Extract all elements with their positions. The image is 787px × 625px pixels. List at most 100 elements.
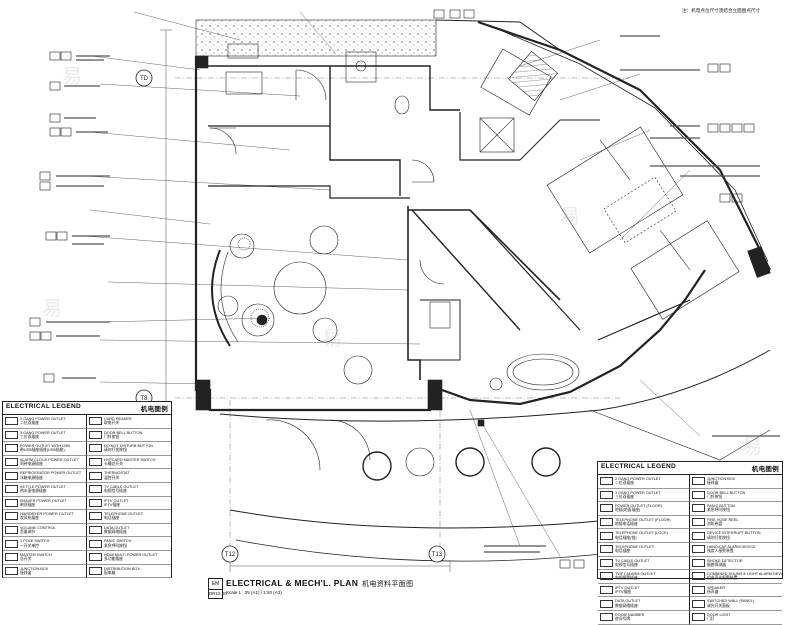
drawing-title-en: ELECTRICAL & MECH'L. PLAN bbox=[226, 578, 359, 588]
legend-label-cn: IPTV插座 bbox=[104, 502, 121, 507]
legend-label-cn: 请勿打扰按钮 bbox=[707, 535, 730, 540]
legend-symbol-icon bbox=[89, 458, 102, 467]
legend-symbol-icon bbox=[89, 471, 102, 480]
drawing-scale: Scale 1 : 25 (A1) / 1:50 (A3) bbox=[226, 590, 282, 595]
legend-row: TELEPHONE OUTLET (FLOOR)地插电话插座 bbox=[598, 515, 690, 530]
legend-label-en: TELEPHONE OUTLET bbox=[615, 544, 655, 549]
legend-symbol-icon bbox=[692, 558, 705, 567]
legend-symbol-icon bbox=[692, 613, 705, 622]
legend-label-cn: 三位双插座 bbox=[20, 434, 39, 439]
legend-label: TELEPHONE OUTLET (FLOOR)地插电话插座 bbox=[615, 518, 671, 527]
legend-label-en: TELEPHONE OUTLET (LOCK) bbox=[615, 531, 668, 536]
legend-label-cn: 接线盒 bbox=[707, 481, 719, 486]
legend-label-en: POWER OUTLET (FLOOR) bbox=[615, 504, 662, 509]
legend-symbol-icon bbox=[600, 531, 613, 540]
legend-symbol-icon bbox=[600, 477, 613, 486]
legend-label-cn: 剃须插座 bbox=[20, 502, 36, 507]
legend-label-cn: 多功能插座 bbox=[104, 557, 123, 562]
electrical-legend-right: ELECTRICAL LEGEND 机电图例 2 GANG POWER OUTL… bbox=[597, 461, 783, 625]
sheet-number: DR12.00 bbox=[208, 589, 227, 599]
legend-label-en: FIRE HOSE REEL bbox=[707, 517, 739, 522]
legend-label-en: IPTV OUTLET bbox=[104, 498, 129, 503]
legend-row: SWITCHED WALL (PANEL)调光开关面板 bbox=[690, 597, 782, 611]
legend-row: POWER OUTLET (FLOOR)地插(地面插座) bbox=[598, 502, 690, 516]
legend-label-cn: 三位双插座 bbox=[615, 494, 634, 499]
legend-label-cn: 音量调节 bbox=[20, 530, 36, 535]
legend-label-cn: 残疾人报警装置 bbox=[707, 549, 734, 554]
legend-symbol-icon bbox=[600, 558, 613, 567]
grid-marker-t8: T8 bbox=[140, 396, 148, 402]
legend-row: TELEPHONE OUTLET (LOCK)电话插座(锁) bbox=[598, 529, 690, 543]
legend-label-en: HAIRDRYER POWER OUTLET bbox=[20, 512, 74, 517]
legend-label-en: SMOKE DETECTOR bbox=[707, 558, 743, 563]
legend-symbol-icon bbox=[5, 471, 18, 480]
legend-label-en: VOLUME CONTROL bbox=[20, 525, 56, 530]
legend-label-cn: 组合声光报警装置 bbox=[707, 576, 738, 581]
legend-symbol-icon bbox=[5, 539, 18, 548]
legend-symbol-icon bbox=[89, 417, 102, 426]
legend-label-en: KETTLE POWER OUTLET bbox=[20, 484, 66, 489]
legend-label-en: JUNCTION BOX bbox=[707, 477, 736, 481]
legend-symbol-icon bbox=[5, 458, 18, 467]
electrical-legend-left: ELECTRICAL LEGEND 机电图例 2 GANG POWER OUTL… bbox=[2, 401, 172, 579]
legend-label-en: HDMI MULTI POWER OUTLET bbox=[104, 552, 158, 557]
legend-label-cn: 紧急呼叫按钮 bbox=[104, 543, 127, 548]
legend-symbol-icon bbox=[692, 572, 705, 581]
legend-label-cn: 卡槽总开关 bbox=[104, 462, 123, 467]
legend-label-cn: 一开关单控 bbox=[20, 543, 39, 548]
legend-label-en: ALARM CLOCK POWER OUTLET bbox=[20, 457, 79, 462]
floor-plan-drawing: TD T8 T12 T13 bbox=[29, 9, 780, 572]
legend-symbol-icon bbox=[89, 485, 102, 494]
legend-label-cn: 门灯 bbox=[707, 617, 715, 622]
legend-label-en: TV/FT ALARM OUTLET bbox=[615, 572, 656, 577]
legend-label-en: DOOR BELL BUTTON bbox=[104, 430, 143, 435]
legend-symbol-icon bbox=[600, 490, 613, 499]
legend-symbol-icon bbox=[600, 504, 613, 513]
legend-symbol-icon bbox=[5, 512, 18, 521]
legend-title-cn: 机电图例 bbox=[140, 406, 168, 413]
legend-title-cn: 机电图例 bbox=[751, 466, 779, 473]
legend-label-en: CARD READER bbox=[104, 417, 132, 421]
legend-label-cn: 电视信号插座 bbox=[615, 562, 638, 567]
legend-symbol-icon bbox=[600, 545, 613, 554]
legend-symbol-icon bbox=[5, 498, 18, 507]
legend-label-en: REFRIGERATOR POWER OUTLET bbox=[20, 471, 82, 476]
legend-symbol-icon bbox=[89, 430, 102, 439]
legend-symbol-icon bbox=[692, 490, 705, 499]
legend-symbol-icon bbox=[89, 444, 102, 453]
legend-symbol-icon bbox=[692, 477, 705, 486]
legend-label-cn: 门铃按钮 bbox=[104, 434, 120, 439]
